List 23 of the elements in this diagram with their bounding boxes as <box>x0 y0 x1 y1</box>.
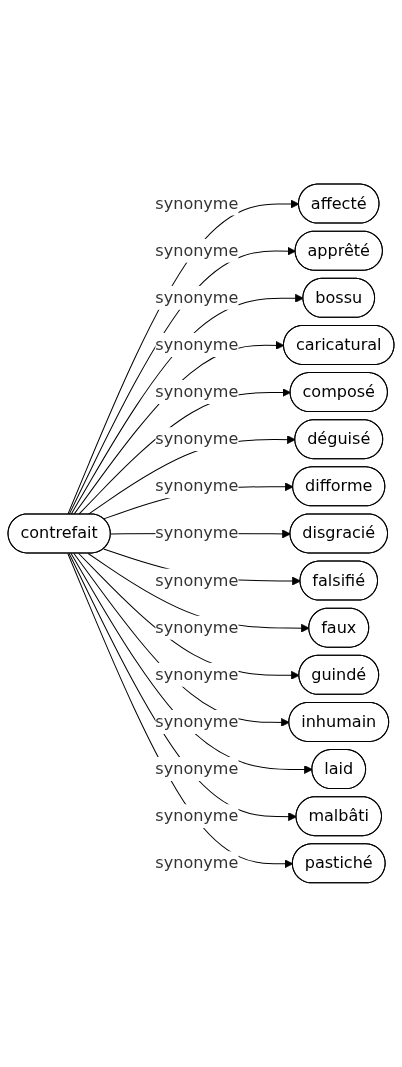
edge-label: synonyme <box>155 570 239 590</box>
edge-label: synonyme <box>155 523 239 543</box>
arrow <box>87 553 310 633</box>
edge-label: synonyme <box>155 711 239 732</box>
edge-label: synonyme <box>155 853 239 873</box>
arrow <box>73 553 290 727</box>
edge-label: synonyme <box>155 287 239 307</box>
arrow <box>78 388 291 515</box>
arrow <box>70 553 313 774</box>
edge-label: synonyme <box>155 617 239 637</box>
edge-label: synonyme <box>155 429 239 449</box>
arrow <box>78 553 300 680</box>
edge-label: synonyme <box>155 334 239 355</box>
arrow <box>68 553 297 822</box>
edge-label: synonyme <box>155 476 239 496</box>
edge-label: synonyme <box>155 382 239 402</box>
arrow <box>87 435 296 515</box>
edge-label: synonyme <box>155 240 239 260</box>
arrow <box>70 293 304 515</box>
edge-label: synonyme <box>155 664 239 684</box>
edge-label: synonyme <box>155 759 239 779</box>
edge-label: synonyme <box>155 193 239 213</box>
edge-label: synonyme <box>155 806 239 826</box>
